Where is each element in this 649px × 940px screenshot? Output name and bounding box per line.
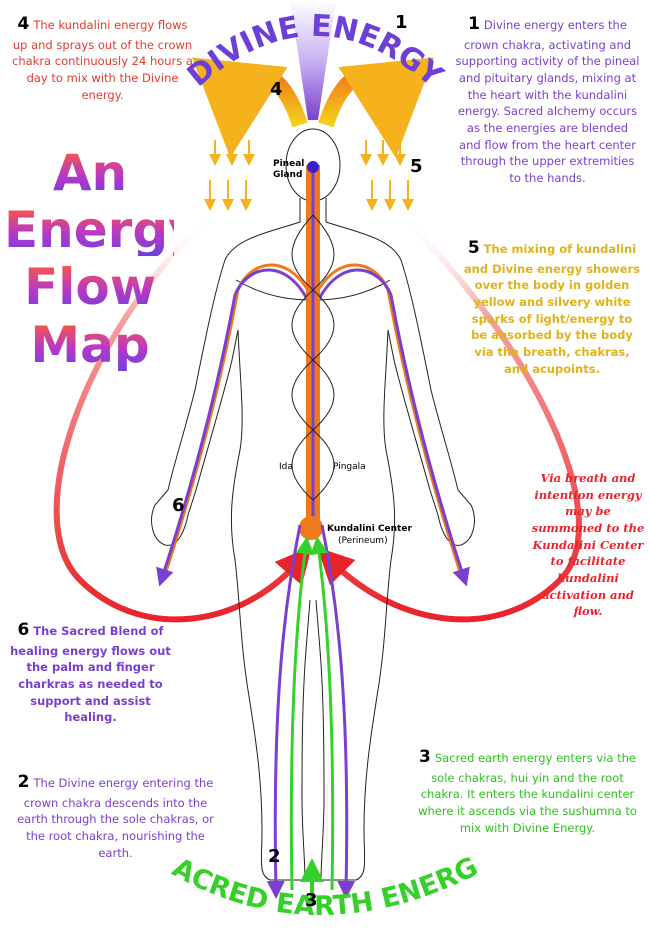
note-3-number: 3 (419, 747, 431, 767)
marker-3: 3 (305, 890, 318, 911)
note-4-text: The kundalini energy flows up and sprays… (12, 18, 193, 102)
right-red-loop (317, 212, 582, 623)
label-kundalini-line1: Kundalini Center (327, 524, 412, 534)
label-pineal-line2: Gland (273, 170, 302, 180)
note-via-text: Via breath and intention energy may be s… (531, 471, 645, 619)
marker-2: 2 (268, 846, 281, 867)
title-line-an: An (20, 148, 160, 199)
left-leg-descent (266, 524, 302, 899)
spray-arrow-right (318, 57, 434, 158)
note-5-number: 5 (467, 238, 480, 258)
title-line-flow: Flow (20, 262, 160, 313)
left-red-loop (53, 212, 312, 623)
label-pineal-line1: Pineal (273, 159, 304, 169)
golden-shower-left (204, 140, 255, 211)
right-arm-flow-purple (314, 268, 470, 587)
right-arm-flow (311, 263, 463, 576)
marker-4: 4 (270, 79, 283, 100)
right-leg-descent (320, 524, 356, 899)
divine-beam (290, 0, 336, 120)
kundalini-center-dot (299, 516, 323, 540)
note-2-text: The Divine energy entering the crown cha… (17, 776, 214, 860)
label-kundalini-line2: (Perineum) (338, 536, 388, 546)
note-5-text: The mixing of kundalini and Divine energ… (463, 242, 641, 376)
body-outline (151, 128, 475, 881)
pineal-dot (307, 161, 319, 173)
left-arm-flow (163, 263, 315, 576)
left-leg-ascent (289, 536, 314, 891)
marker-1: 1 (395, 12, 408, 33)
note-4-number: 4 (17, 14, 30, 34)
label-ida: Ida (279, 462, 293, 472)
left-arm-flow-purple (156, 268, 312, 587)
right-leg-ascent (310, 536, 335, 891)
title-line-energy: Energy (4, 201, 201, 259)
marker-5: 5 (410, 156, 423, 177)
golden-shower-right (360, 140, 414, 211)
label-pingala: Pingala (333, 462, 366, 472)
note-via-breath: Via breath and intention energy may be s… (528, 470, 648, 620)
note-6-text: The Sacred Blend of healing energy flows… (10, 624, 171, 725)
note-1-number: 1 (468, 14, 480, 34)
note-2-number: 2 (17, 772, 30, 792)
marker-6: 6 (172, 495, 185, 516)
ida-pingala-twist (291, 214, 335, 501)
note-6-number: 6 (17, 620, 30, 640)
note-1-text: Divine energy enters the crown chakra, a… (455, 18, 640, 186)
note-3-text: Sacred earth energy enters via the sole … (418, 751, 637, 835)
title-line-map: Map (20, 320, 160, 371)
spray-arrow-left (192, 57, 308, 158)
